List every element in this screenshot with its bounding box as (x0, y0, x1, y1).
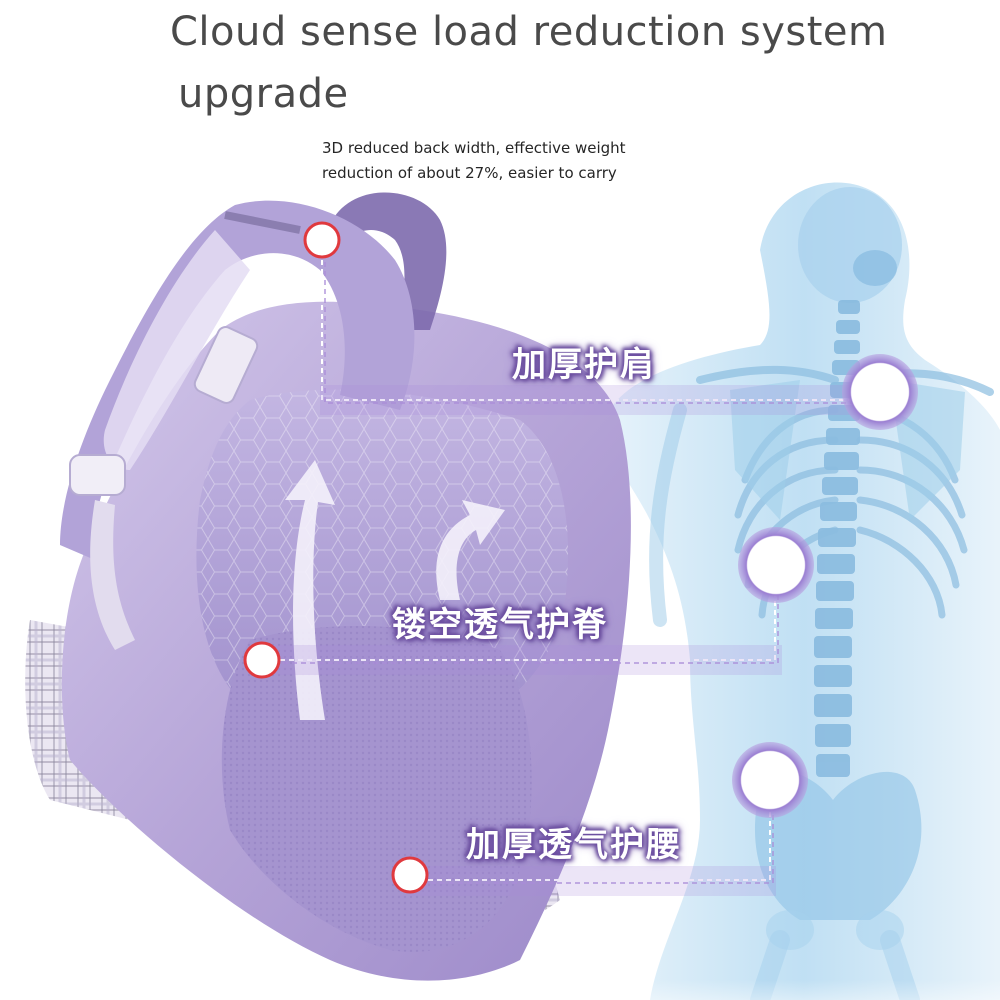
headline-line-2: upgrade (178, 71, 349, 117)
backpack-markers (243, 221, 429, 894)
callout-shoulder: 加厚护肩 (512, 345, 656, 385)
backpack (0, 192, 1000, 1000)
headline-line-1: Cloud sense load reduction system (170, 9, 888, 55)
body-rings (732, 354, 918, 818)
callout-spine: 镂空透气护脊 (392, 605, 608, 645)
subtitle-line-1: 3D reduced back width, effective weight (322, 139, 626, 157)
subtitle-line-2: reduction of about 27%, easier to carry (322, 164, 617, 182)
callout-waist: 加厚透气护腰 (466, 825, 682, 865)
